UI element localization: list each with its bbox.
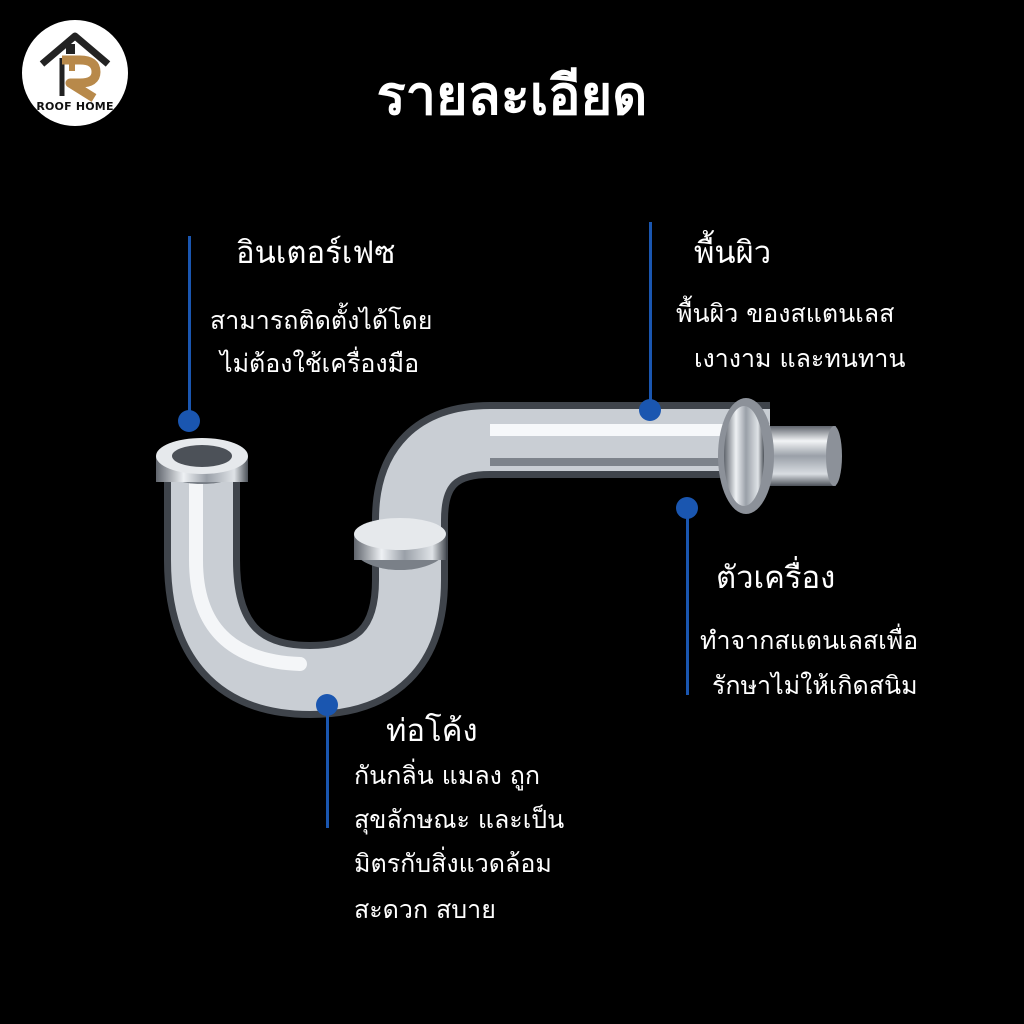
bend-desc-line-2: สุขลักษณะ และเป็น [354,805,565,834]
surface-desc-line-1: พื้นผิว ของสแตนเลส [676,299,895,328]
bend-callout-line [326,708,329,828]
house-logo-icon [39,32,111,102]
surface-heading: พื้นผิว [694,235,772,271]
bend-callout-dot [316,694,338,716]
body-desc-line-2: รักษาไม่ให้เกิดสนิม [712,671,918,700]
body-desc-line-1: ทำจากสแตนเลสเพื่อ [700,626,919,655]
bend-desc-line-3: มิตรกับสิ่งแวดล้อม [354,849,552,878]
interface-desc-line-2: ไม่ต้องใช้เครื่องมือ [220,349,420,378]
bend-desc-line-4: สะดวก สบาย [354,895,496,924]
interface-desc-line-1: สามารถติดตั้งได้โดย [210,306,433,335]
interface-callout-dot [178,410,200,432]
surface-desc-line-2: เงางาม และทนทาน [694,344,906,373]
roof-home-logo: ROOF HOME [22,20,128,126]
body-callout-line [686,510,689,695]
logo-text: ROOF HOME [36,100,114,113]
interface-callout-line [188,236,191,421]
surface-callout-dot [639,399,661,421]
interface-heading: อินเตอร์เฟซ [236,235,396,271]
bend-heading: ท่อโค้ง [386,713,478,749]
bend-desc-line-1: กันกลิ่น แมลง ถูก [354,761,541,790]
surface-callout-line [649,222,652,412]
body-heading: ตัวเครื่อง [716,560,836,596]
page-title: รายละเอียด [376,64,648,127]
body-callout-dot [676,497,698,519]
